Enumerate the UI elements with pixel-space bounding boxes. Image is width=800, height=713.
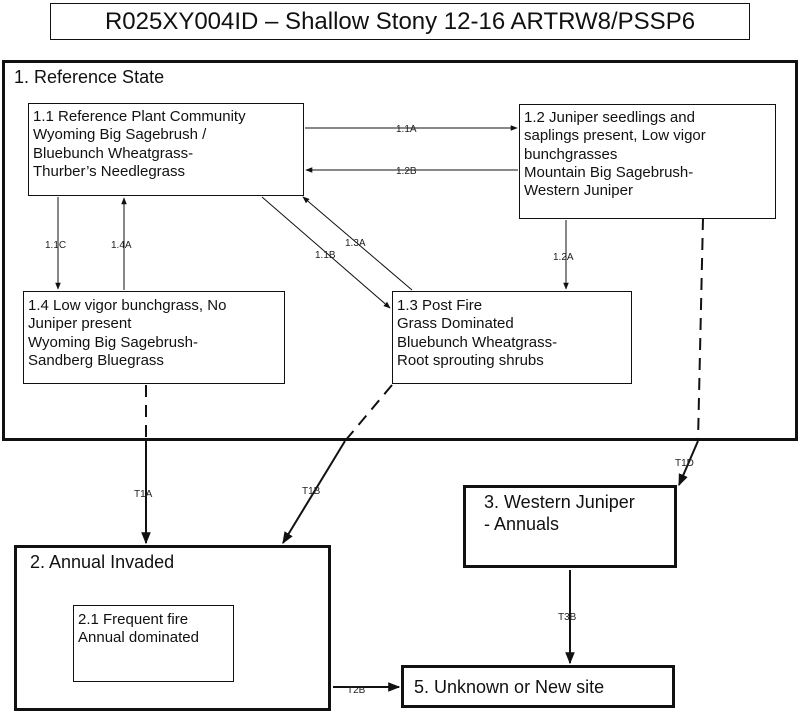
arrow-T1B xyxy=(282,440,346,545)
label-T1D: T1D xyxy=(675,458,694,469)
community-1-4-box: 1.4 Low vigor bunchgrass, No Juniper pre… xyxy=(23,291,285,384)
community-2-1-box: 2.1 Frequent fire Annual dominated xyxy=(73,605,234,682)
unknown-site-state-label: 5. Unknown or New site xyxy=(414,677,605,697)
arrow-T1B-dashed xyxy=(344,384,393,442)
diagram-title-box: R025XY004ID – Shallow Stony 12-16 ARTRW8… xyxy=(50,3,750,40)
annual-invaded-state-label: 2. Annual Invaded xyxy=(30,552,175,572)
community-1-4-text: 1.4 Low vigor bunchgrass, No Juniper pre… xyxy=(28,297,227,369)
western-juniper-state-box: 3. Western Juniper - Annuals xyxy=(463,485,677,568)
diagram-title: R025XY004ID – Shallow Stony 12-16 ARTRW8… xyxy=(104,8,696,35)
community-1-2-box: 1.2 Juniper seedlings and saplings prese… xyxy=(519,104,776,219)
community-1-3-text: 1.3 Post Fire Grass Dominated Bluebunch … xyxy=(397,297,558,369)
arrow-T1D xyxy=(678,440,699,487)
label-T1B: T1B xyxy=(302,486,321,497)
label-1-2A: 1.2A xyxy=(553,252,574,263)
label-T1A: T1A xyxy=(134,489,153,500)
community-1-3-box: 1.3 Post Fire Grass Dominated Bluebunch … xyxy=(392,291,632,384)
label-1-1B: 1.1B xyxy=(315,250,336,261)
arrow-T1D-dashed xyxy=(697,217,704,442)
arrow-1-3A xyxy=(302,196,413,291)
arrow-1-1B xyxy=(261,196,391,309)
label-1-2B: 1.2B xyxy=(396,166,417,177)
community-1-1-box: 1.1 Reference Plant Community Wyoming Bi… xyxy=(28,103,304,196)
label-1-1C: 1.1C xyxy=(45,240,66,251)
label-T2B: T2B xyxy=(347,685,366,696)
label-1-4A: 1.4A xyxy=(111,240,132,251)
community-2-1-text: 2.1 Frequent fire Annual dominated xyxy=(78,611,199,647)
community-1-1-text: 1.1 Reference Plant Community Wyoming Bi… xyxy=(33,108,246,180)
label-T3B: T3B xyxy=(558,612,577,623)
western-juniper-state-label: 3. Western Juniper - Annuals xyxy=(484,492,635,534)
community-1-2-text: 1.2 Juniper seedlings and saplings prese… xyxy=(524,109,706,200)
label-1-3A: 1.3A xyxy=(345,238,366,249)
reference-state-label: 1. Reference State xyxy=(14,67,165,87)
unknown-site-state-box: 5. Unknown or New site xyxy=(401,665,675,708)
label-1-1A: 1.1A xyxy=(396,124,417,135)
